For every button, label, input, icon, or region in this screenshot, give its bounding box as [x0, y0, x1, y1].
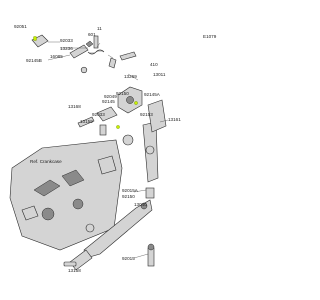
callout-label: 13168 [68, 104, 81, 109]
callout-label: 13011 [153, 72, 166, 77]
pedal-pivot-bolt [145, 187, 155, 267]
callout-label: 92033 [60, 38, 73, 43]
callout-label: 13161 [168, 117, 181, 122]
callout-label: 92150 [122, 194, 135, 199]
top-spring-assembly [31, 34, 137, 74]
shift-pedal [63, 199, 153, 271]
callout-label: 13159 [80, 119, 93, 124]
callout-label: 13040 [134, 202, 147, 207]
callout-label: 92145B [26, 58, 42, 63]
callout-label: 92150 [116, 91, 129, 96]
callout-labels: 92051 11 601 92033 13236 16085 92145B 13… [14, 24, 181, 273]
callout-label: 92145 [102, 99, 115, 104]
callout-label: 92015 [122, 256, 135, 261]
callout-label: 13158 [68, 268, 81, 273]
callout-label: 92051 [14, 24, 27, 29]
ref-crankcase-note: Ref. Crankcase [30, 159, 62, 164]
callout-label: 92145A [144, 92, 161, 97]
callout-label: 92049 [104, 94, 117, 99]
callout-label: 16085 [50, 54, 63, 59]
crankcase-reference [9, 139, 123, 251]
callout-label: 13269 [124, 74, 137, 79]
callout-label: 601 [88, 32, 96, 37]
shift-shaft [142, 99, 167, 183]
callout-label: 92153 [140, 112, 153, 117]
callout-label: 13236 [60, 46, 73, 51]
callout-label: 92015A [122, 188, 139, 193]
exploded-parts-diagram: E1079 [9, 24, 217, 273]
callout-label: 410 [150, 62, 158, 67]
shift-arm-assembly [77, 86, 143, 146]
callout-label: 92033 [92, 112, 105, 117]
diagram-ref-code: E1079 [203, 34, 217, 39]
callout-label: 11 [97, 26, 102, 31]
